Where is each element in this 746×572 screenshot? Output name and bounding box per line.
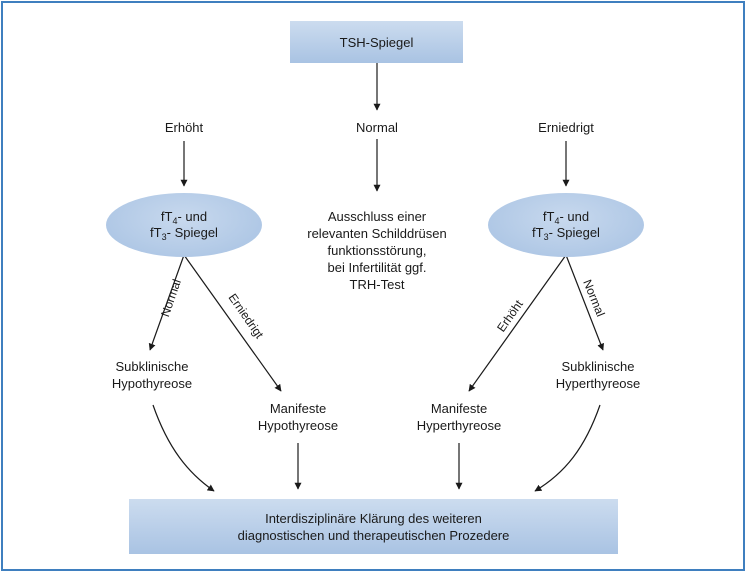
tsh-spiegel-label: TSH-Spiegel [339,34,414,50]
ellipse-right-line-1: fT4- und [542,209,590,226]
outcome-line: Manifeste [430,401,488,416]
outcome-manifeste-hyperthyreose: Manifeste Hyperthyreose [402,400,516,434]
center-text-line: relevanten Schilddrüsen [307,226,447,241]
branch-erhoeht-label: Erhöht [164,120,204,135]
arrow-subklinische-hypo-to-bottom [152,404,215,492]
outcome-subklinische-hyperthyreose: Subklinische Hyperthyreose [541,358,655,392]
arrow-left-erniedrigt [183,254,282,392]
interdisciplinary-box: Interdisziplinäre Klärung des weiteren d… [129,499,618,554]
center-text-line: TRH-Test [349,277,405,292]
ellipse-right-line-2: fT3- Spiegel [532,225,600,242]
outcome-manifeste-hypothyreose: Manifeste Hypothyreose [243,400,353,434]
outcome-line: Hypothyreose [111,376,193,391]
ellipse-left-line-2: fT3- Spiegel [150,225,218,242]
outcome-line: Subklinische [115,359,189,374]
center-text-line: Ausschluss einer [327,209,427,224]
branch-erniedrigt-label: Erniedrigt [538,120,594,135]
outcome-line: Hyperthyreose [555,376,641,391]
arrow-right-erhoeht [468,254,567,392]
bottom-box-line: diagnostischen und therapeutischen Proze… [237,527,510,543]
arrow-left-normal [148,254,185,351]
arrow-layer [148,63,604,492]
ellipse-right-ft4-ft3: fT4- und fT3- Spiegel [488,193,644,257]
tsh-spiegel-box: TSH-Spiegel [290,21,463,63]
branch-normal-label: Normal [356,120,398,135]
outcome-line: Hyperthyreose [416,418,502,433]
center-exclusion-text: Ausschluss einer relevanten Schilddrüsen… [292,208,462,293]
outcome-line: Hypothyreose [257,418,339,433]
center-text-line: funktionsstörung, [327,243,427,258]
arrow-right-normal [565,254,604,351]
arrow-subklinische-hyper-to-bottom [534,404,601,492]
outcome-line: Manifeste [269,401,327,416]
ellipse-left-line-1: fT4- und [160,209,208,226]
center-text-line: bei Infertilität ggf. [327,260,427,275]
outcome-line: Subklinische [561,359,635,374]
outcome-subklinische-hypothyreose: Subklinische Hypothyreose [97,358,207,392]
ellipse-left-ft4-ft3: fT4- und fT3- Spiegel [106,193,262,257]
bottom-box-line: Interdisziplinäre Klärung des weiteren [265,510,482,526]
